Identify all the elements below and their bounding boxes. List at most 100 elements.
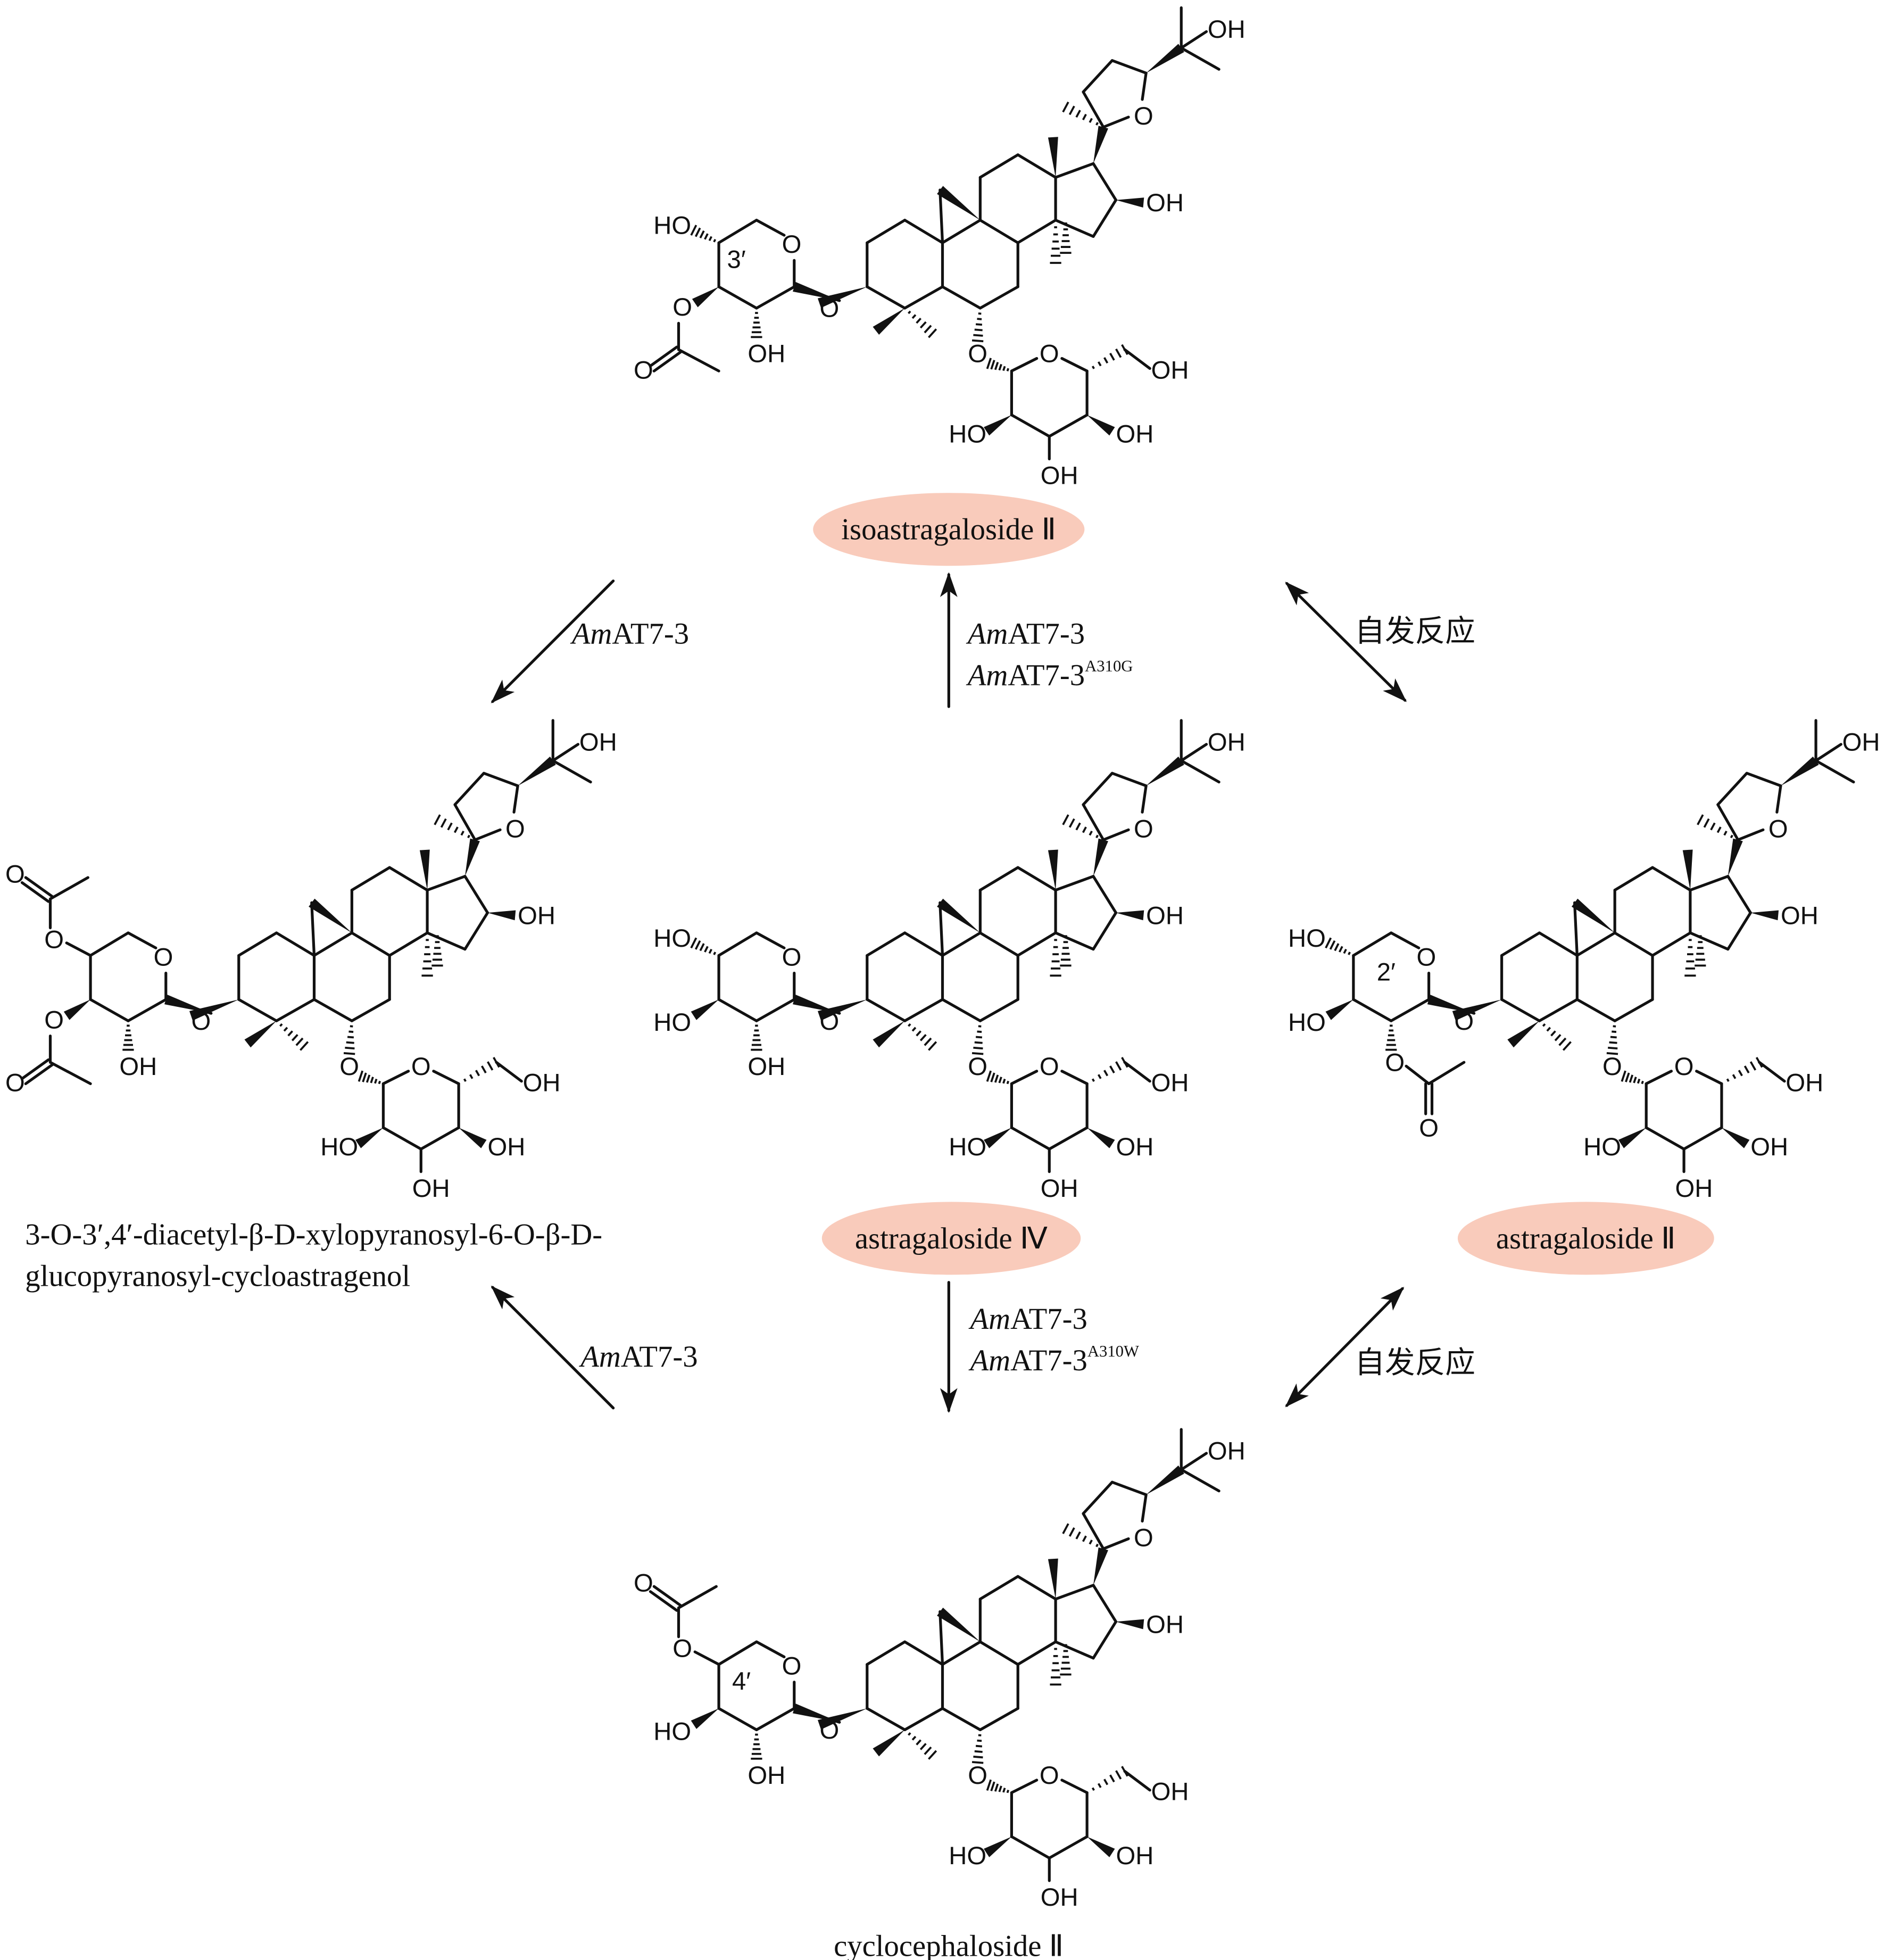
bond: [1092, 1620, 1118, 1660]
bond: [652, 351, 682, 373]
atom-label: OH: [1146, 902, 1184, 930]
wedge-bond: [1048, 137, 1058, 178]
atom-label: O: [782, 943, 802, 971]
wedge-bond: [1571, 898, 1615, 933]
hash-segment: [1006, 1789, 1009, 1793]
bond: [903, 1640, 944, 1666]
wedge-bond: [1452, 999, 1502, 1021]
hash-segment: [911, 1735, 917, 1741]
bond: [1016, 1640, 1057, 1666]
hash-segment: [295, 1037, 304, 1046]
bond: [24, 876, 54, 898]
bond: [275, 998, 316, 1022]
bond: [1082, 803, 1105, 841]
bond: [1102, 828, 1130, 841]
wedge-bond: [309, 898, 352, 933]
bond: [310, 901, 316, 957]
hash-segment: [1095, 1543, 1099, 1548]
bond: [1775, 784, 1782, 814]
hash-segment: [1558, 1037, 1567, 1046]
atom-label: OH: [1041, 1175, 1078, 1203]
bond: [482, 772, 519, 788]
hash-segment: [1097, 1783, 1102, 1788]
wedge-bond: [1048, 1558, 1058, 1599]
hash-segment: [469, 1074, 474, 1079]
hash-segment: [994, 1783, 999, 1792]
wedge-bond: [487, 910, 516, 921]
hash-segment: [1612, 1030, 1617, 1033]
hash-segment: [1716, 826, 1722, 833]
hash-segment: [475, 1070, 480, 1077]
hash-segment: [1637, 1078, 1641, 1084]
wedge-bond: [1146, 44, 1184, 73]
wedge-bond: [1048, 849, 1058, 890]
wedge-bond: [1728, 838, 1743, 876]
hash-segment: [434, 814, 441, 825]
hash-segment: [1091, 1787, 1095, 1791]
hash-segment: [998, 363, 1002, 371]
atom-label: O: [1768, 815, 1788, 843]
hash-segment: [1002, 1788, 1006, 1793]
wedge-bond: [1087, 415, 1115, 436]
name-astragaloside-iv: astragaloside Ⅳ: [855, 1222, 1048, 1255]
atom-label: O: [1674, 1053, 1694, 1081]
bond: [939, 1610, 944, 1666]
bond: [978, 153, 1019, 179]
hash-segment: [975, 1036, 983, 1039]
bond: [1575, 931, 1616, 957]
bond: [941, 219, 982, 244]
hash-segment: [690, 937, 697, 949]
bond: [474, 828, 502, 841]
bond: [426, 875, 467, 892]
atom-label: OH: [1208, 1437, 1245, 1466]
bond: [755, 998, 796, 1022]
atom-label: HO: [320, 1133, 358, 1161]
bond: [866, 285, 907, 310]
hash-segment: [1115, 348, 1122, 358]
bond: [1500, 998, 1541, 1022]
label-spontaneous-bottom: 自发反应: [1355, 1345, 1475, 1380]
hash-segment: [1109, 1774, 1115, 1783]
bond: [1737, 828, 1765, 841]
hash-segment: [1697, 814, 1704, 825]
atom-label: O: [1134, 102, 1153, 130]
hash-segment: [1550, 1030, 1556, 1037]
hash-segment: [1097, 361, 1102, 367]
hash-segment: [1006, 368, 1009, 371]
atom-label: OH: [523, 1069, 561, 1097]
bond: [65, 941, 92, 957]
hash-segment: [1002, 1078, 1006, 1084]
hash-segment: [928, 1750, 937, 1760]
wedge-bond: [937, 1607, 981, 1642]
bond: [432, 1070, 460, 1085]
wedge-bond: [984, 1128, 1012, 1148]
atom-label: HO: [949, 1842, 986, 1870]
bond: [717, 1707, 758, 1732]
atom-label: O: [339, 1053, 359, 1081]
bond: [1500, 931, 1541, 957]
bond: [1054, 1584, 1095, 1601]
hash-segment: [1082, 113, 1087, 121]
wedge-bond: [244, 1021, 277, 1048]
bond: [1180, 1468, 1220, 1493]
name-isoastragaloside-ii: isoastragaloside Ⅱ: [841, 513, 1056, 547]
wedge-bond: [1116, 197, 1144, 208]
bond: [1054, 931, 1095, 951]
atom-label: OH: [748, 1053, 785, 1081]
atom-label: O: [634, 1569, 653, 1598]
wedge-bond: [1116, 1619, 1144, 1630]
atom-label: OH: [1208, 728, 1245, 756]
hash-segment: [974, 1750, 983, 1753]
hash-segment: [347, 1036, 354, 1039]
bond: [1390, 931, 1421, 949]
hash-segment: [1082, 1535, 1087, 1542]
hash-segment: [908, 1023, 911, 1027]
bond: [649, 1590, 678, 1612]
bond: [312, 998, 353, 1022]
bond: [24, 1063, 54, 1086]
hash-segment: [1710, 822, 1716, 831]
bond: [1060, 357, 1089, 373]
hash-segment: [487, 1061, 494, 1071]
